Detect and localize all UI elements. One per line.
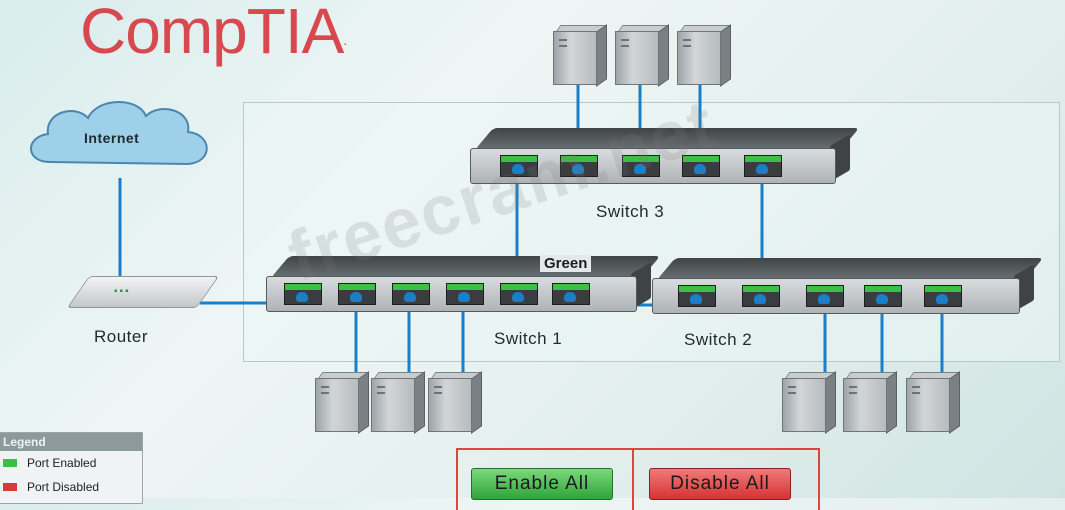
- server-icon: [615, 24, 669, 87]
- legend: Legend Port Enabled Port Disabled: [0, 432, 143, 504]
- switch2-port3[interactable]: [806, 285, 844, 307]
- internet-cloud: Internet: [20, 92, 218, 178]
- router-body: [66, 276, 220, 308]
- switch-3[interactable]: [470, 128, 860, 188]
- switch2-label: Switch 2: [684, 330, 753, 349]
- switch3-port4[interactable]: [682, 155, 720, 177]
- server-icon: [371, 371, 425, 434]
- switch3-port2[interactable]: [560, 155, 598, 177]
- server-icon: [428, 371, 482, 434]
- switch1-port3[interactable]: [392, 283, 430, 305]
- cloud-icon: [30, 101, 208, 166]
- switch1-port4[interactable]: [446, 283, 484, 305]
- router[interactable]: ▪▪▪: [66, 270, 220, 316]
- port-disabled-swatch-icon: [3, 483, 17, 491]
- comptia-logo: CompTIA.: [80, 0, 347, 67]
- port-enabled-swatch-icon: [3, 459, 17, 467]
- switch3-port5[interactable]: [744, 155, 782, 177]
- router-label: Router: [94, 327, 149, 346]
- switch1-port6[interactable]: [552, 283, 590, 305]
- switch3-port3[interactable]: [622, 155, 660, 177]
- internet-label: Internet: [84, 130, 140, 146]
- switch1-label: Switch 1: [494, 329, 563, 348]
- switch1-port2[interactable]: [338, 283, 376, 305]
- server-icon: [906, 371, 960, 434]
- switch1-port5[interactable]: [500, 283, 538, 305]
- switch3-label: Switch 3: [596, 202, 665, 221]
- server-icon: [553, 24, 607, 87]
- legend-item: Port Disabled: [0, 475, 142, 499]
- port-status-tooltip: Green: [540, 255, 592, 272]
- switch2-port1[interactable]: [678, 285, 716, 307]
- legend-title: Legend: [0, 433, 142, 451]
- switch2-port2[interactable]: [742, 285, 780, 307]
- disable-all-button[interactable]: Disable All: [649, 468, 791, 500]
- server-icon: [782, 371, 836, 434]
- server-icon: [315, 371, 369, 434]
- legend-item: Port Enabled: [0, 451, 142, 475]
- switch-2[interactable]: [652, 258, 1044, 318]
- button-group: Enable All Disable All: [456, 448, 820, 510]
- switch-1[interactable]: [266, 256, 661, 316]
- switch1-port1[interactable]: [284, 283, 322, 305]
- switch3-port1[interactable]: [500, 155, 538, 177]
- server-icon: [843, 371, 897, 434]
- switch2-port5[interactable]: [924, 285, 962, 307]
- enable-all-button[interactable]: Enable All: [471, 468, 613, 500]
- server-icon: [677, 24, 731, 87]
- router-lights-icon: ▪▪▪: [114, 286, 131, 297]
- switch2-port4[interactable]: [864, 285, 902, 307]
